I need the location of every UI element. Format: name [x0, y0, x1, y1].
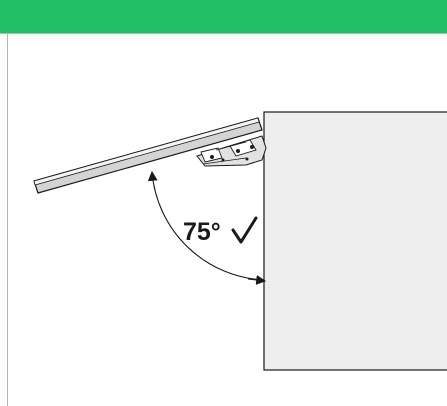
cabinet-panel [263, 111, 447, 371]
header-divider [0, 33, 447, 34]
opening-angle-label: 75° [183, 218, 221, 246]
lift-mechanism [196, 135, 267, 167]
open-door-panel [33, 117, 263, 194]
check-icon [231, 216, 258, 244]
header-bar [0, 0, 447, 33]
opening-angle-arc-end [247, 275, 267, 285]
left-border-line [7, 33, 8, 406]
opening-angle-arc [147, 170, 265, 281]
